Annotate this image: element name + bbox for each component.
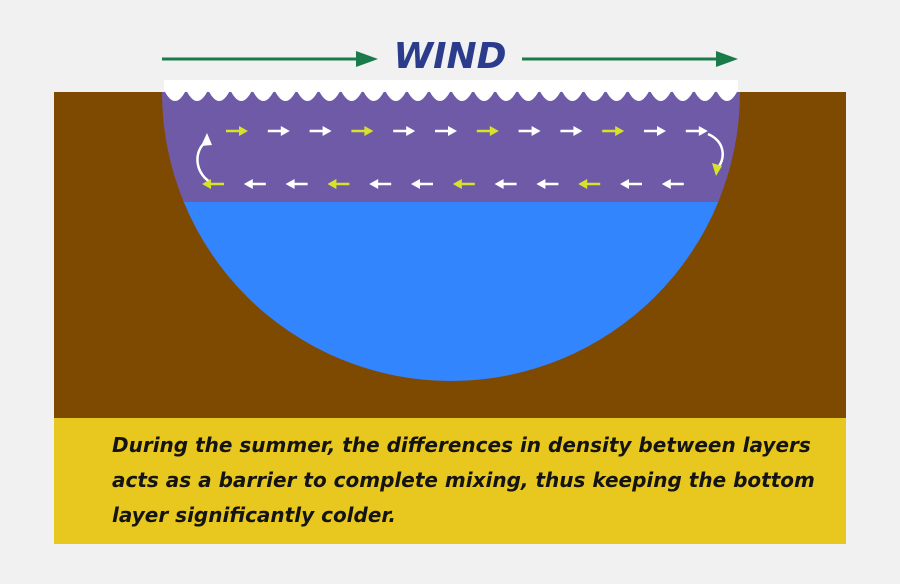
right-arrow-icon xyxy=(602,126,625,136)
left-arrow-icon xyxy=(536,179,559,189)
circulation-loop xyxy=(196,126,724,189)
right-arrow-icon-head xyxy=(615,126,625,136)
caption-box: During the summer, the differences in de… xyxy=(54,418,846,544)
left-arrow-icon-head xyxy=(620,179,629,189)
right-arrow-icon-head xyxy=(657,126,666,136)
left-arrow-icon-head xyxy=(494,179,504,189)
right-arrow-icon xyxy=(435,126,457,136)
right-arrow-icon xyxy=(560,126,583,136)
right-arrow-icon xyxy=(267,126,290,136)
wind-label: WIND xyxy=(393,36,507,77)
right-arrow-icon xyxy=(393,126,416,136)
wind-arrows xyxy=(162,51,738,67)
wave-foam xyxy=(164,80,738,101)
left-arrow-icon-head xyxy=(327,179,337,189)
left-arrow-icon xyxy=(411,179,433,189)
left-arrow-icon xyxy=(285,179,308,189)
right-arrow-icon-head xyxy=(698,126,708,136)
left-arrow-icon xyxy=(494,179,517,189)
left-arrow-icon-head xyxy=(285,179,295,189)
right-arrow-icon xyxy=(518,126,541,136)
left-arrow-icon xyxy=(243,179,266,189)
right-arrow-icon-head xyxy=(280,126,290,136)
down-arrow-icon xyxy=(712,163,722,176)
right-arrow-icon-head xyxy=(573,126,583,136)
right-arrow-icon xyxy=(716,51,738,67)
left-arrow-icon-head xyxy=(243,179,253,189)
right-arrow-icon-head xyxy=(239,126,248,136)
right-arrow-icon-head xyxy=(364,126,374,136)
right-arrow-icon xyxy=(644,126,666,136)
left-arrow-icon-head xyxy=(578,179,588,189)
left-arrow-icon-head xyxy=(536,179,546,189)
caption-text: During the summer, the differences in de… xyxy=(112,433,815,527)
right-arrow-icon-head xyxy=(322,126,332,136)
right-arrow-icon-head xyxy=(489,126,499,136)
left-arrow-icon xyxy=(369,179,392,189)
left-arrow-icon xyxy=(327,179,350,189)
right-arrow-icon xyxy=(351,126,374,136)
left-arrow-icon-head xyxy=(369,179,379,189)
left-arrow-icon-head xyxy=(452,179,462,189)
left-arrow-icon-head xyxy=(202,179,211,189)
right-arrow-icon xyxy=(685,126,708,136)
right-arrow-icon-head xyxy=(448,126,457,136)
circulation-top-row xyxy=(226,126,708,136)
circulation-bottom-row xyxy=(202,179,684,189)
right-arrow-icon xyxy=(356,51,378,67)
up-arrow-icon xyxy=(201,133,212,146)
wave-foam-shape xyxy=(164,80,738,101)
left-arrow-icon xyxy=(452,179,475,189)
right-arrow-icon-head xyxy=(406,126,416,136)
right-arrow-icon xyxy=(226,126,248,136)
left-arrow-icon xyxy=(661,179,684,189)
left-arrow-icon-head xyxy=(411,179,420,189)
left-arrow-icon-head xyxy=(661,179,671,189)
left-arrow-icon xyxy=(620,179,642,189)
left-arrow-icon xyxy=(202,179,224,189)
right-arrow-icon xyxy=(309,126,332,136)
right-arrow-icon xyxy=(476,126,499,136)
right-arrow-icon-head xyxy=(531,126,541,136)
left-arrow-icon xyxy=(578,179,601,189)
